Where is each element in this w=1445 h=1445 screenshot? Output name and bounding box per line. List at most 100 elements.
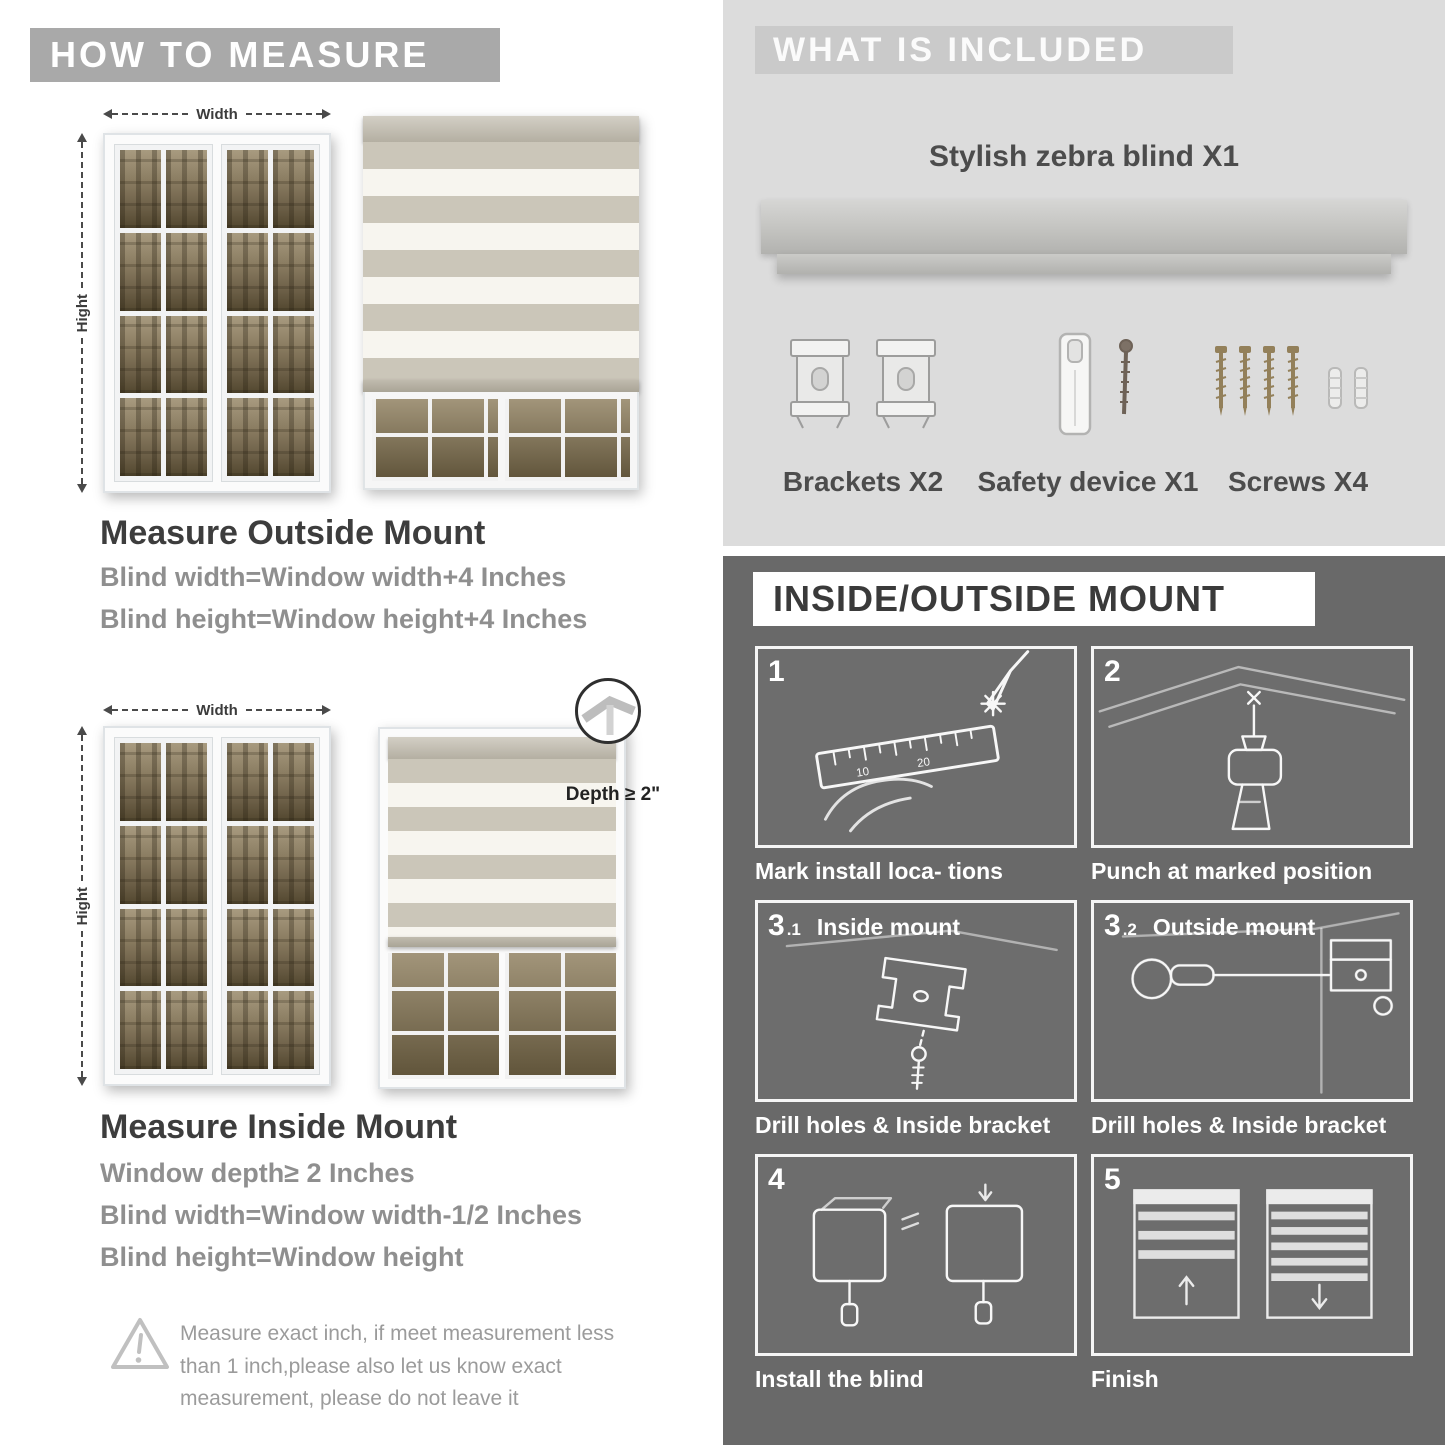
warning-text: Measure exact inch, if meet measurement … — [180, 1322, 615, 1411]
step-title: Inside mount — [816, 914, 960, 940]
step-4-caption: Install the blind — [755, 1366, 924, 1392]
headrail-top-bar — [761, 200, 1407, 254]
arrow-up-icon — [77, 726, 87, 735]
window-pane — [166, 232, 207, 311]
window-pane — [273, 743, 314, 821]
arrow-right-icon — [322, 705, 332, 715]
height-arrow-label: Hight — [73, 293, 91, 333]
step-3-1: 3 .1 Inside mount Drill holes & Inside b… — [755, 900, 1077, 1139]
step-3-1-number: 3 .1 Inside mount — [768, 909, 960, 943]
step-number: 2 — [1104, 655, 1121, 688]
depth-callout-circle — [575, 678, 641, 744]
window-pane — [227, 398, 268, 476]
window-pane — [166, 908, 207, 987]
window-pane — [120, 398, 161, 476]
arrow-left-icon — [103, 109, 112, 119]
window-pane — [120, 315, 161, 394]
outside-height-formula: Blind height=Window height+4 Inches — [100, 604, 588, 634]
window-pane — [273, 232, 314, 311]
height-arrow: Hight — [72, 133, 92, 494]
width-arrow-label: Width — [196, 105, 238, 123]
step-2-panel: 2 — [1091, 646, 1413, 848]
window-pane — [227, 743, 268, 821]
inside-height-formula: Blind height=Window height — [100, 1242, 464, 1272]
window-pane — [273, 908, 314, 987]
arrow-dash — [81, 142, 83, 288]
outside-window-figure — [103, 133, 331, 493]
blind-bottom-rail — [388, 937, 616, 947]
window-pane — [120, 825, 161, 904]
step-2-number: 2 — [1104, 655, 1139, 689]
arrow-down-icon — [77, 1077, 87, 1087]
step-number-sub: .2 — [1122, 920, 1137, 939]
step-5-number: 5 — [1104, 1163, 1139, 1197]
blind-shade-stripes — [388, 759, 616, 937]
height-arrow-label: Hight — [73, 886, 91, 926]
inside-depth-formula: Window depth≥ 2 Inches — [100, 1158, 415, 1188]
brackets-label: Brackets X2 — [782, 466, 944, 497]
what-is-included-header: WHAT IS INCLUDED — [755, 26, 1233, 74]
mount-instructions-section: INSIDE/OUTSIDE MOUNT — [723, 556, 1445, 1445]
outside-width-formula: Blind width=Window width+4 Inches — [100, 562, 567, 592]
step-3-2-caption: Drill holes & Inside bracket — [1091, 1112, 1387, 1138]
product-title: Stylish zebra blind X1 — [928, 140, 1240, 173]
window-pane — [273, 315, 314, 394]
svg-text:10: 10 — [856, 766, 871, 780]
what-is-included-section: WHAT IS INCLUDED Stylish zebra blind X1 — [723, 0, 1445, 546]
step-1-caption: Mark install loca- tions — [755, 858, 1003, 884]
step-number-sub: .1 — [786, 920, 801, 939]
window-pane — [388, 953, 499, 1079]
window-sash — [221, 737, 320, 1075]
arrow-dash — [81, 338, 83, 485]
width-arrow: Width — [103, 700, 332, 720]
blind-cassette — [363, 116, 639, 142]
window-pane — [120, 232, 161, 311]
step-3-2-panel: 3 .2 Outside mount — [1091, 900, 1413, 1102]
window-pane — [227, 232, 268, 311]
step-number: 4 — [768, 1163, 785, 1196]
window-pane — [273, 150, 314, 228]
safety-device-icon — [1058, 332, 1133, 436]
inside-width-formula: Blind width=Window width-1/2 Inches — [100, 1200, 583, 1230]
step-1: 10 20 1 — [755, 646, 1077, 885]
step-2: 2 Punch at marked position — [1091, 646, 1413, 885]
step-number: 3 — [768, 909, 785, 942]
arrow-dash — [81, 931, 83, 1078]
arrow-down-icon — [77, 484, 87, 494]
blind-headrail-illustration — [761, 200, 1407, 274]
window-corner-icon — [581, 695, 636, 735]
outside-blind-figure — [363, 116, 639, 490]
screws-label: Screws X4 — [1227, 466, 1369, 497]
inside-mount-title: Measure Inside Mount — [100, 1108, 458, 1146]
window-pane — [227, 150, 268, 228]
arrow-up-icon — [77, 133, 87, 142]
step-4-illustration — [812, 1183, 1024, 1327]
outside-mount-title: Measure Outside Mount — [100, 514, 486, 552]
window-pane — [166, 398, 207, 476]
window-pane — [166, 150, 207, 228]
inside-blind-figure — [378, 727, 626, 1089]
step-1-number: 1 — [768, 655, 803, 689]
step-3-1-panel: 3 .1 Inside mount — [755, 900, 1077, 1102]
arrow-dash — [81, 735, 83, 881]
svg-text:20: 20 — [916, 756, 931, 770]
step-number: 3 — [1104, 909, 1121, 942]
window-pane — [120, 743, 161, 821]
mount-header: INSIDE/OUTSIDE MOUNT — [753, 572, 1315, 626]
window-pane — [166, 315, 207, 394]
window-pane — [227, 825, 268, 904]
window-pane — [227, 908, 268, 987]
step-5-caption: Finish — [1091, 1366, 1159, 1392]
step-3-2-illustration — [1121, 912, 1400, 1094]
window-pane — [120, 908, 161, 987]
window-sash — [114, 737, 213, 1075]
window-pane — [504, 399, 630, 481]
window-pane — [227, 315, 268, 394]
step-number: 1 — [768, 655, 785, 688]
step-2-caption: Punch at marked position — [1091, 858, 1373, 884]
window-pane — [273, 991, 314, 1069]
arrow-dash — [245, 113, 323, 115]
step-title: Outside mount — [1152, 914, 1316, 940]
how-to-measure-header: HOW TO MEASURE — [30, 28, 500, 82]
